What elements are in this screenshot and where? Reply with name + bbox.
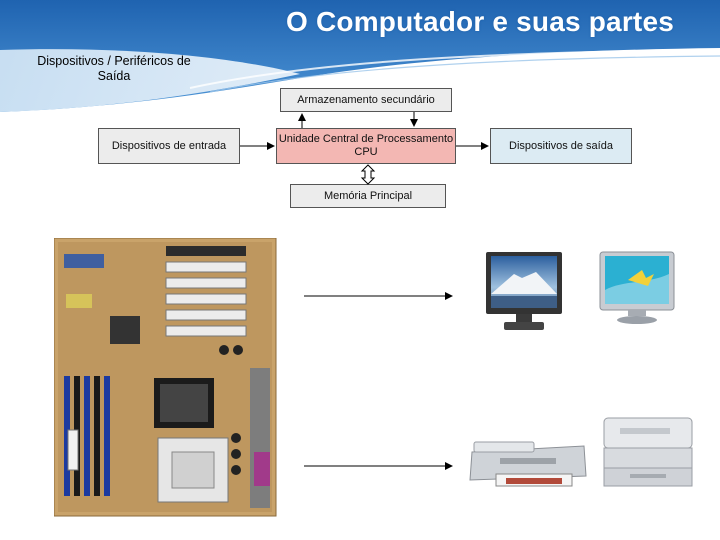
slide-title: O Computador e suas partes [286,6,674,37]
cpu-box: Unidade Central de Processamento CPU [276,128,456,164]
input-devices-box: Dispositivos de entrada [98,128,240,164]
laser-printer-icon [603,417,693,487]
cpu-memory-double-arrow [360,164,376,185]
lcd-monitor-icon [486,252,562,330]
inkjet-printer-icon [469,441,587,487]
header-band [0,0,720,120]
storage-box: Armazenamento secundário [280,88,452,112]
monitor-icon [599,251,675,324]
memory-box: Memória Principal [290,184,446,208]
motherboard-image [54,238,277,517]
slide-subtitle: Dispositivos / Periféricos de Saída [37,54,191,83]
output-devices-box: Dispositivos de saída [490,128,632,164]
